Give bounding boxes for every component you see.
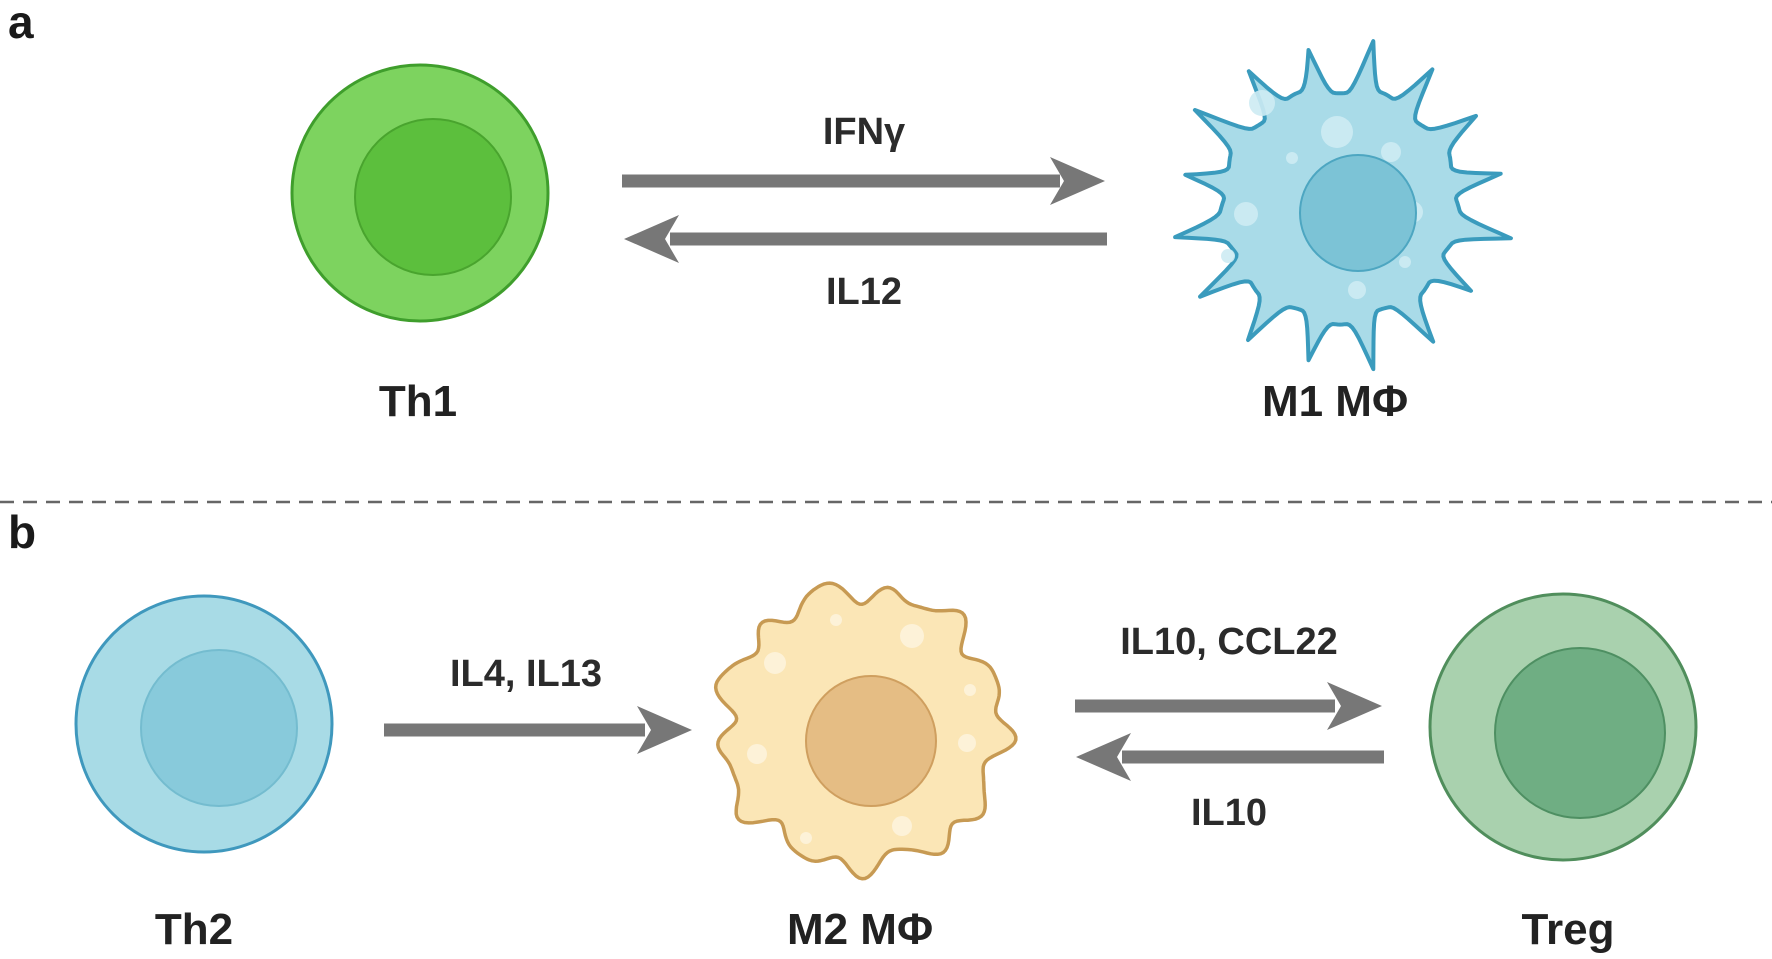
il10-arrow: [1076, 733, 1384, 781]
panel-a-letter: a: [8, 0, 34, 48]
panel-b: b Th2 IL4, IL13 M2 MΦ: [8, 506, 1698, 954]
il10-ccl22-arrow: [1075, 682, 1382, 730]
m2-macrophage-label: M2 MΦ: [787, 905, 933, 954]
panel-a: a Th1 IFNγ IL12: [8, 0, 1513, 426]
th2-cell-icon: [74, 594, 334, 854]
ifng-arrow: [622, 157, 1105, 205]
il10-label: IL10: [1191, 792, 1267, 834]
treg-label: Treg: [1522, 905, 1615, 954]
il10-ccl22-label: IL10, CCL22: [1120, 621, 1338, 663]
m1-macrophage-icon: [1173, 39, 1513, 372]
m2-macrophage-icon: [713, 581, 1018, 881]
il12-arrow: [624, 215, 1107, 263]
il12-label: IL12: [826, 271, 902, 313]
th1-cell-icon: [290, 63, 550, 323]
treg-cell-icon: [1428, 592, 1698, 862]
il4-il13-arrow: [384, 706, 692, 754]
il4-il13-label: IL4, IL13: [450, 653, 602, 695]
th1-label: Th1: [379, 377, 457, 426]
panel-b-letter: b: [8, 506, 36, 558]
m1-macrophage-label: M1 MΦ: [1262, 377, 1408, 426]
th2-label: Th2: [155, 905, 233, 954]
ifng-label: IFNγ: [823, 111, 905, 153]
